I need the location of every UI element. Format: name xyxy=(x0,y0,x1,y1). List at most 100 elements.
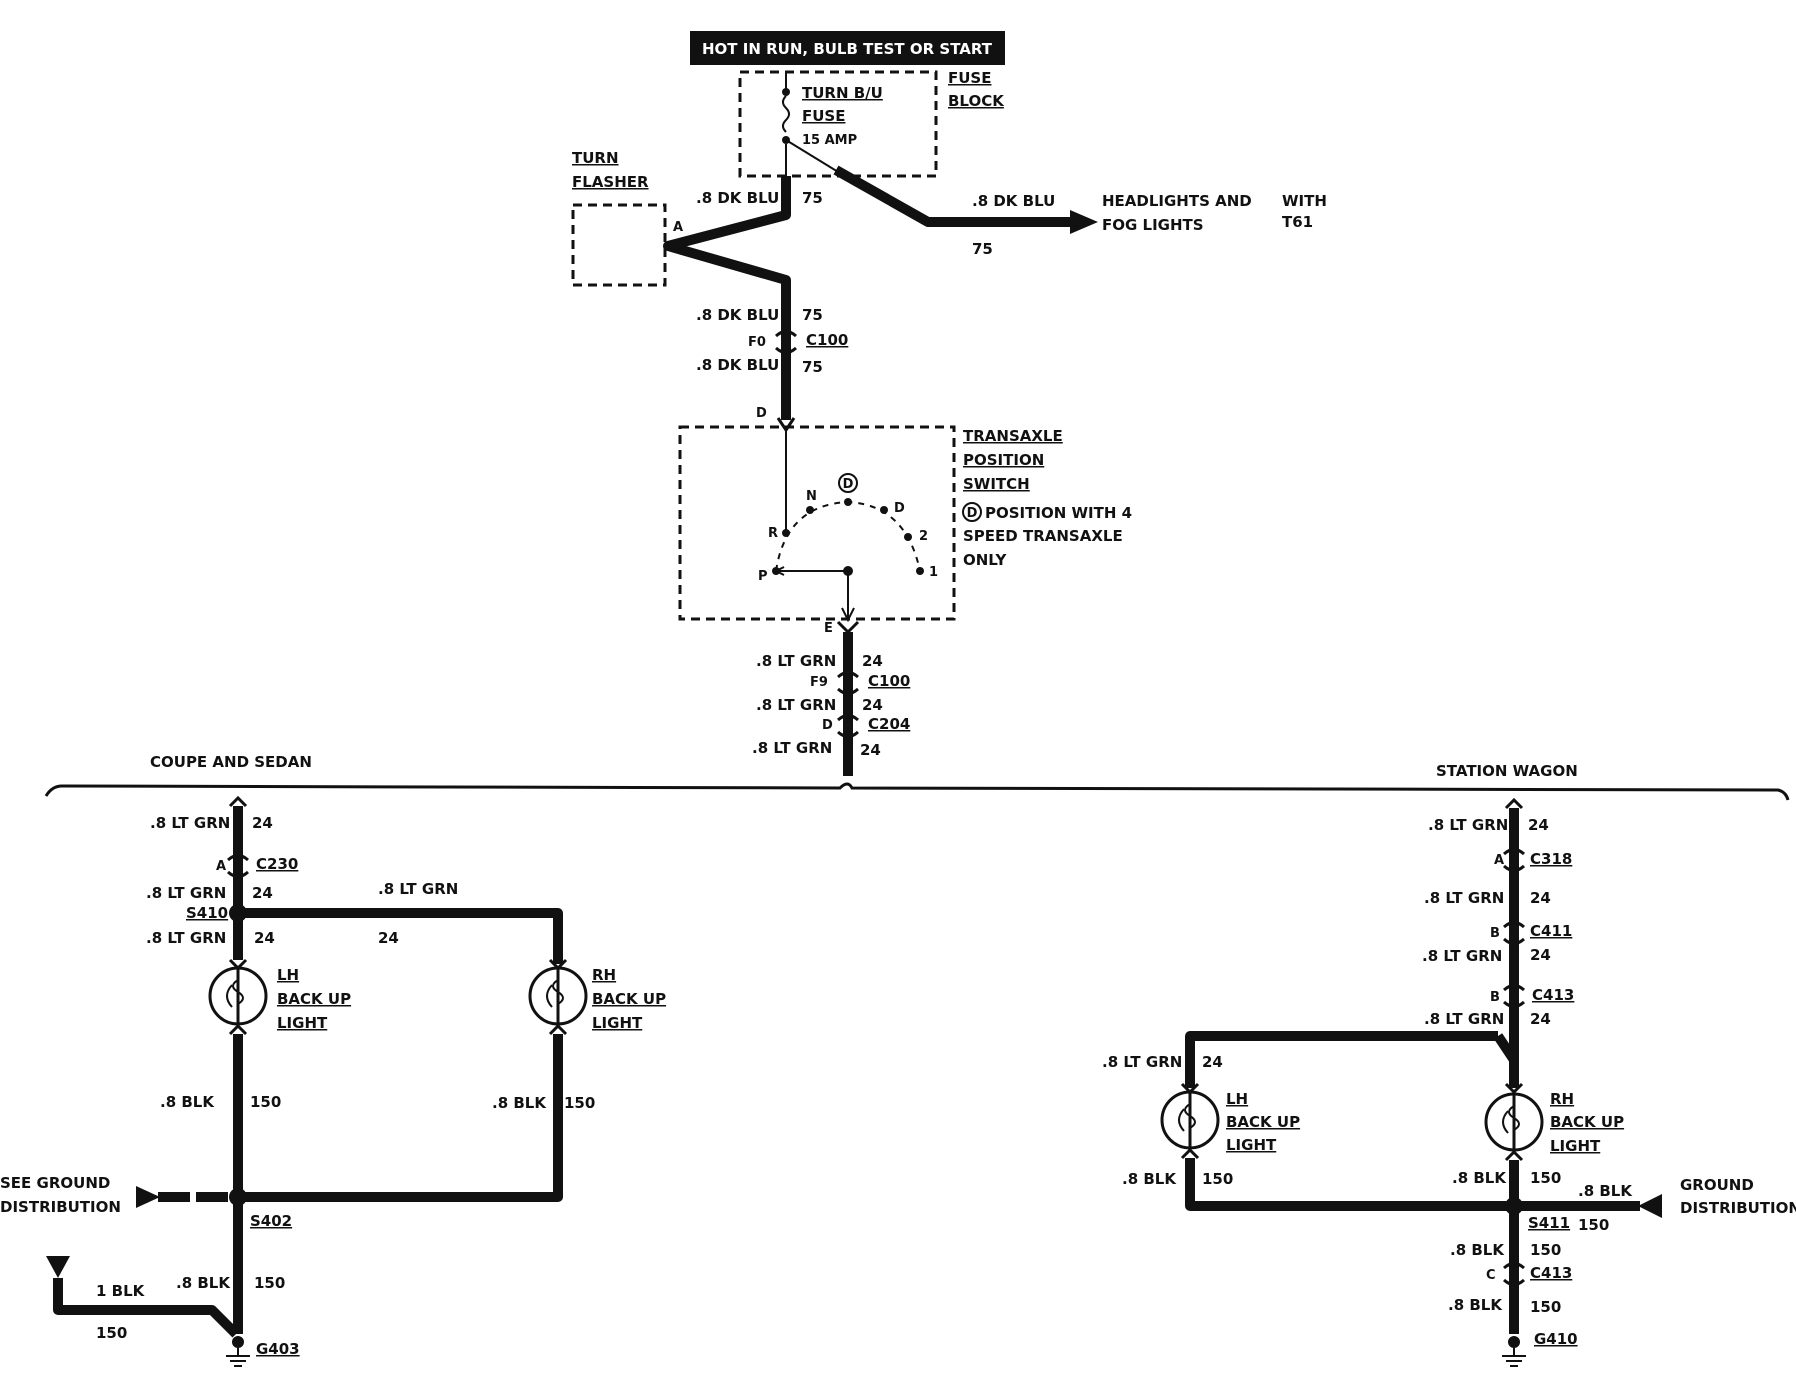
wagon-wire-3-label: .8 LT GRN xyxy=(1422,947,1502,965)
output-wire-1-label: .8 LT GRN xyxy=(756,652,836,670)
turn-flasher-box xyxy=(571,203,667,287)
coupe-wire-3-circuit: 24 xyxy=(254,929,275,947)
connector-c100-f9 xyxy=(836,671,860,695)
coupe-ground-symbol-icon xyxy=(226,1336,250,1367)
coupe-side-wire-label: 1 BLK xyxy=(96,1282,146,1300)
feed-connector-pin: F0 xyxy=(748,335,766,350)
wagon-lh-backup-light-icon xyxy=(1160,1090,1220,1150)
wagon-connector-3: C413 xyxy=(1532,986,1574,1004)
coupe-branch-circuit: 24 xyxy=(378,929,399,947)
wagon-ground: G410 xyxy=(1534,1330,1578,1348)
feed-connector: C100 xyxy=(806,331,848,349)
coupe-lh-title-2: BACK UP xyxy=(277,990,351,1008)
fuse-rating: 15 AMP xyxy=(802,133,857,148)
output-pin-2: D xyxy=(822,718,833,733)
headlight-arrow xyxy=(1070,210,1098,234)
coupe-sedan-title: COUPE AND SEDAN xyxy=(150,753,312,771)
headlight-destination-1: HEADLIGHTS AND xyxy=(1102,192,1252,210)
connector-c413-c xyxy=(1502,1262,1526,1286)
fuse-name-2: FUSE xyxy=(802,107,845,125)
wagon-ground-ref-1: GROUND xyxy=(1680,1176,1754,1194)
output-wire-2-circuit: 24 xyxy=(862,696,883,714)
coupe-lh-ground-circuit: 150 xyxy=(250,1093,281,1111)
switch-position-d: D xyxy=(843,477,854,492)
headlight-option-1: WITH xyxy=(1282,192,1327,210)
station-wagon-title: STATION WAGON xyxy=(1436,762,1578,780)
switch-pin-in: D xyxy=(756,406,767,421)
output-connector-1: C100 xyxy=(868,672,910,690)
feed-wire-2-label: .8 DK BLU xyxy=(696,306,779,324)
switch-note-3: ONLY xyxy=(963,551,1008,569)
power-header: HOT IN RUN, BULB TEST OR START xyxy=(702,40,993,58)
coupe-lh-title-3: LIGHT xyxy=(277,1014,328,1032)
fuse-block-title-2: BLOCK xyxy=(948,92,1005,110)
coupe-side-ground-arrow xyxy=(46,1256,70,1278)
wagon-lh-ground-wire xyxy=(1185,1158,1514,1211)
wagon-lh-wire-circuit: 24 xyxy=(1202,1053,1223,1071)
connector-c411 xyxy=(1502,921,1526,945)
wagon-wire-1-circuit: 24 xyxy=(1528,816,1549,834)
wagon-lh-title-3: LIGHT xyxy=(1226,1136,1277,1154)
transaxle-switch-box xyxy=(678,425,956,621)
coupe-rh-title-1: RH xyxy=(592,966,616,984)
wagon-distribution-circuit: 150 xyxy=(1578,1216,1609,1234)
connector-c230 xyxy=(226,854,250,878)
wagon-connector-4: C413 xyxy=(1530,1264,1572,1282)
coupe-lh-ground-wire-label: .8 BLK xyxy=(160,1093,215,1111)
output-connector-2: C204 xyxy=(868,715,910,733)
wagon-lh-wire-label: .8 LT GRN xyxy=(1102,1053,1182,1071)
coupe-ground: G403 xyxy=(256,1340,300,1358)
switch-wiper xyxy=(776,570,849,618)
connector-c100-f0 xyxy=(774,330,798,354)
coupe-rh-ground-wire xyxy=(238,1034,563,1202)
coupe-splice: S410 xyxy=(186,904,228,922)
coupe-wire-2-circuit: 24 xyxy=(252,884,273,902)
headlight-destination-2: FOG LIGHTS xyxy=(1102,216,1204,234)
switch-position-n: N xyxy=(806,489,817,504)
wagon-wire-5-circuit: 150 xyxy=(1530,1241,1561,1259)
wagon-lh-branch-wire xyxy=(1185,1031,1498,1088)
wagon-rh-title-1: RH xyxy=(1550,1090,1574,1108)
coupe-ground-splice: S402 xyxy=(250,1212,292,1230)
coupe-pin: A xyxy=(216,859,226,874)
switch-note-symbol: D xyxy=(967,506,978,521)
fuse-terminal-top xyxy=(782,88,790,96)
coupe-side-ground-wire xyxy=(53,1278,240,1338)
coupe-ground-ref-2: DISTRIBUTION xyxy=(0,1198,121,1216)
switch-title-3: SWITCH xyxy=(963,475,1030,493)
fuse-icon xyxy=(782,95,790,133)
body-style-split-bracket xyxy=(44,782,1790,801)
wagon-wire-3-circuit: 24 xyxy=(1530,946,1551,964)
connector-c204 xyxy=(836,714,860,738)
switch-position-p: P xyxy=(758,569,768,584)
wagon-rh-ground-wire-label: .8 BLK xyxy=(1452,1169,1507,1187)
output-wire-3-label: .8 LT GRN xyxy=(752,739,832,757)
wagon-lh-title-1: LH xyxy=(1226,1090,1248,1108)
feed-wire-3-circuit: 75 xyxy=(802,358,823,376)
coupe-connector: C230 xyxy=(256,855,298,873)
output-wire-3-circuit: 24 xyxy=(860,741,881,759)
wagon-rh-backup-light-icon xyxy=(1484,1092,1544,1152)
switch-contact-d xyxy=(844,498,852,506)
wagon-ground-distribution-arrow xyxy=(1638,1194,1662,1218)
headlight-circuit-label: 75 xyxy=(972,240,993,258)
feed-wire-1-label: .8 DK BLU xyxy=(696,189,779,207)
switch-contact-1 xyxy=(916,567,924,575)
wagon-wire-5-label: .8 BLK xyxy=(1450,1241,1505,1259)
wagon-wire-6-label: .8 BLK xyxy=(1448,1296,1503,1314)
wagon-wire-4-circuit: 24 xyxy=(1530,1010,1551,1028)
headlight-option-2: T61 xyxy=(1282,213,1313,231)
wagon-rh-title-2: BACK UP xyxy=(1550,1113,1624,1131)
coupe-ground-distribution-arrow xyxy=(136,1186,160,1208)
wagon-wire-2-circuit: 24 xyxy=(1530,889,1551,907)
feed-wire-1-circuit: 75 xyxy=(802,189,823,207)
output-wire-2-label: .8 LT GRN xyxy=(756,696,836,714)
output-pin-1: F9 xyxy=(810,675,828,690)
coupe-lh-backup-light-icon xyxy=(208,966,268,1026)
wagon-rh-ground-circuit: 150 xyxy=(1530,1169,1561,1187)
wagon-distribution-wire-label: .8 BLK xyxy=(1578,1182,1633,1200)
wagon-rh-title-3: LIGHT xyxy=(1550,1137,1601,1155)
coupe-branch-wire xyxy=(238,908,563,964)
switch-title-2: POSITION xyxy=(963,451,1044,469)
